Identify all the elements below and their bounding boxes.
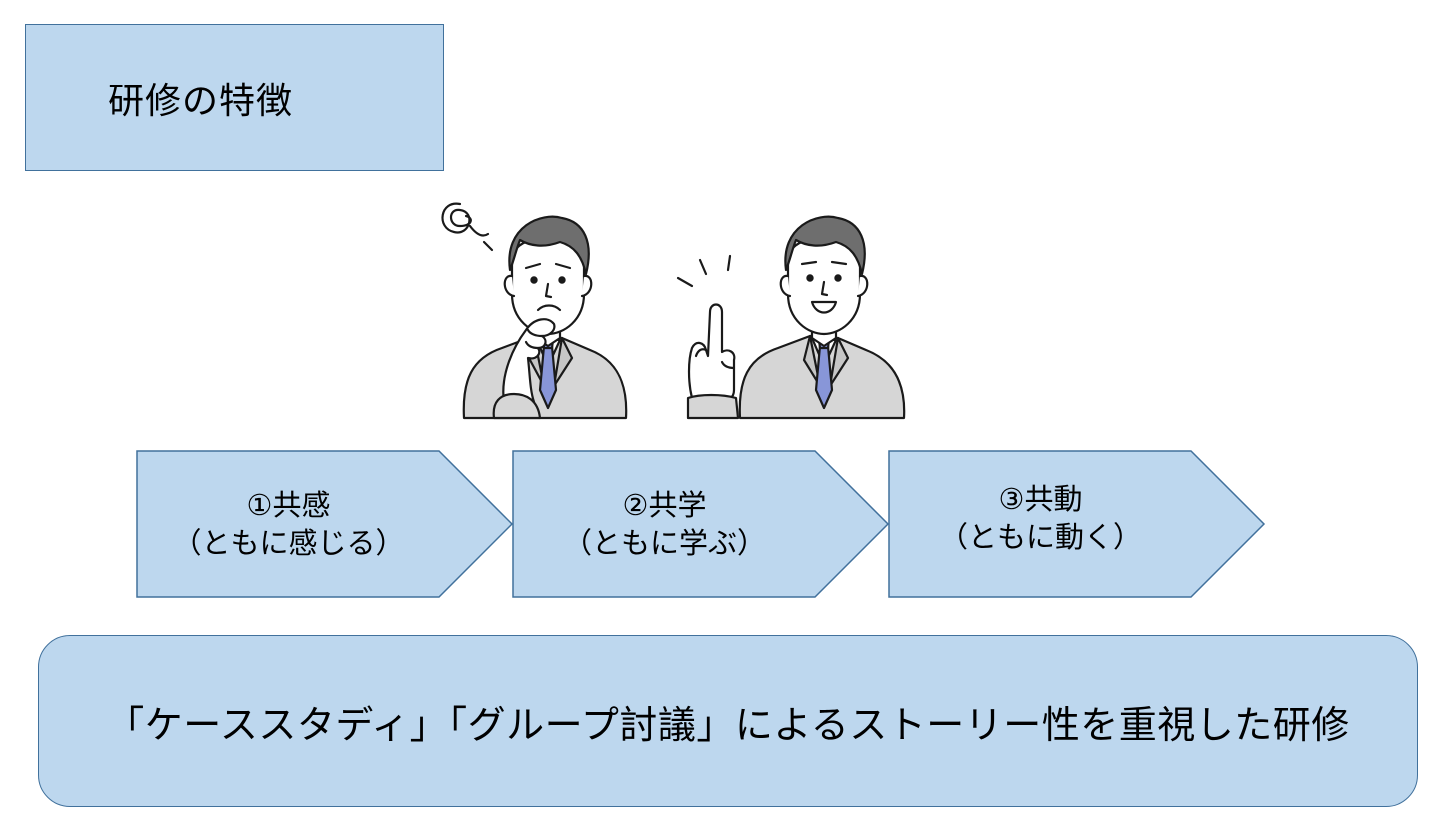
- businessmen-illustration: [441, 202, 906, 420]
- step-subtitle: （ともに動く）: [938, 520, 1142, 554]
- idea-businessman: [676, 215, 906, 420]
- step-colearning: ②共学 （ともに学ぶ）: [512, 450, 890, 598]
- step-empathy: ①共感 （ともに感じる）: [136, 450, 514, 598]
- banner-text: 「ケーススタディ」「グループ討議」によるストーリー性を重視した研修: [106, 702, 1350, 747]
- title-box: 研修の特徴: [25, 24, 444, 171]
- step-title: ②共学: [622, 488, 707, 522]
- step-title: ①共感: [246, 488, 331, 522]
- chevron-shape: [888, 450, 1266, 598]
- step-label: ③共動 （ともに動く）: [888, 450, 1193, 598]
- step-title: ③共動: [998, 482, 1083, 516]
- page-title: 研修の特徴: [108, 80, 294, 122]
- step-label: ①共感 （ともに感じる）: [136, 450, 441, 598]
- step-subtitle: （ともに学ぶ）: [562, 526, 766, 560]
- chevron-shape: [512, 450, 890, 598]
- confusion-scribble-icon: [441, 202, 494, 252]
- step-subtitle: （ともに感じる）: [172, 526, 405, 560]
- summary-banner: 「ケーススタディ」「グループ討議」によるストーリー性を重視した研修: [38, 635, 1418, 807]
- chevron-shape: [136, 450, 514, 598]
- step-coaction: ③共動 （ともに動く）: [888, 450, 1266, 598]
- thinking-businessman: [441, 202, 628, 420]
- step-label: ②共学 （ともに学ぶ）: [512, 450, 817, 598]
- idea-spark-icon: [676, 254, 732, 288]
